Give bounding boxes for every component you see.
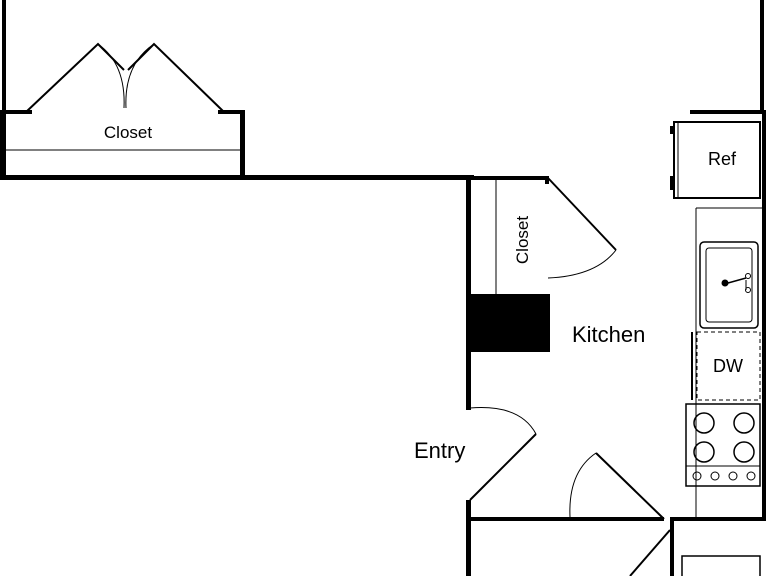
top-closet-right-wall [240,110,245,180]
dishwasher-box [696,331,761,401]
wall-bottom-left [468,517,664,521]
sink-basin [705,247,753,323]
range [685,403,761,487]
dishwasher-front [691,332,693,400]
top-closet-top-right [218,110,245,114]
refrigerator: Ref [670,121,761,199]
wall-bottom-right [674,517,766,521]
bifold-swing-right [125,43,155,109]
top-closet-left-wall [0,110,6,180]
refrigerator-handle-bottom [670,176,674,190]
bottom-fixture-edge [681,555,761,576]
entry-label: Entry [414,438,465,463]
entry-door-swing [469,407,537,435]
bath-door-leaf [595,452,665,520]
faucet-knob-top-icon [745,273,751,279]
bath-door-swing [569,452,597,518]
wall-horizontal-main [0,175,474,180]
wall-closet-header [466,176,548,180]
refrigerator-label: Ref [708,149,737,169]
side-closet-door-swing [547,249,617,279]
dishwasher-label: DW [713,356,743,376]
entry-door-leaf [469,433,537,501]
wall-bottom-stub [670,517,674,576]
wall-right-top [760,0,764,112]
top-closet-top-left [0,110,32,114]
wall-top-right-segment [690,110,766,114]
dishwasher: DW [691,331,761,401]
side-closet-door [547,177,617,251]
range-knob-2-icon [710,471,720,481]
top-closet-label: Closet [104,123,152,142]
range-body [685,403,761,487]
bifold-swing-left [97,43,125,109]
side-closet-label: Closet [513,216,532,264]
burner-top-left-icon [693,412,715,434]
refrigerator-handle-top [670,126,674,134]
wall-entry-left-upper [466,176,471,410]
kitchen-label: Kitchen [572,322,645,347]
chase-block [470,294,550,352]
wall-left-top [2,0,6,112]
burner-top-right-icon [733,412,755,434]
kitchen: Kitchen Ref DW [572,121,762,517]
wall-kitchen-right [762,110,766,520]
sink-drain-icon [721,279,729,287]
range-knob-1-icon [692,471,702,481]
range-knob-4-icon [746,471,756,481]
top-closet: Closet [0,42,245,180]
wall-entry-left-lower [466,500,471,576]
lower-right-door-leaf [629,529,671,576]
refrigerator-box [673,121,761,199]
side-closet: Closet [495,176,617,294]
sink-outer [699,241,759,329]
burner-bottom-left-icon [693,441,715,463]
entry: Entry [414,407,761,576]
burner-bottom-right-icon [733,441,755,463]
range-knob-3-icon [728,471,738,481]
faucet-spout-icon [727,277,747,284]
side-closet-jamb [545,176,549,184]
sink [699,241,759,329]
